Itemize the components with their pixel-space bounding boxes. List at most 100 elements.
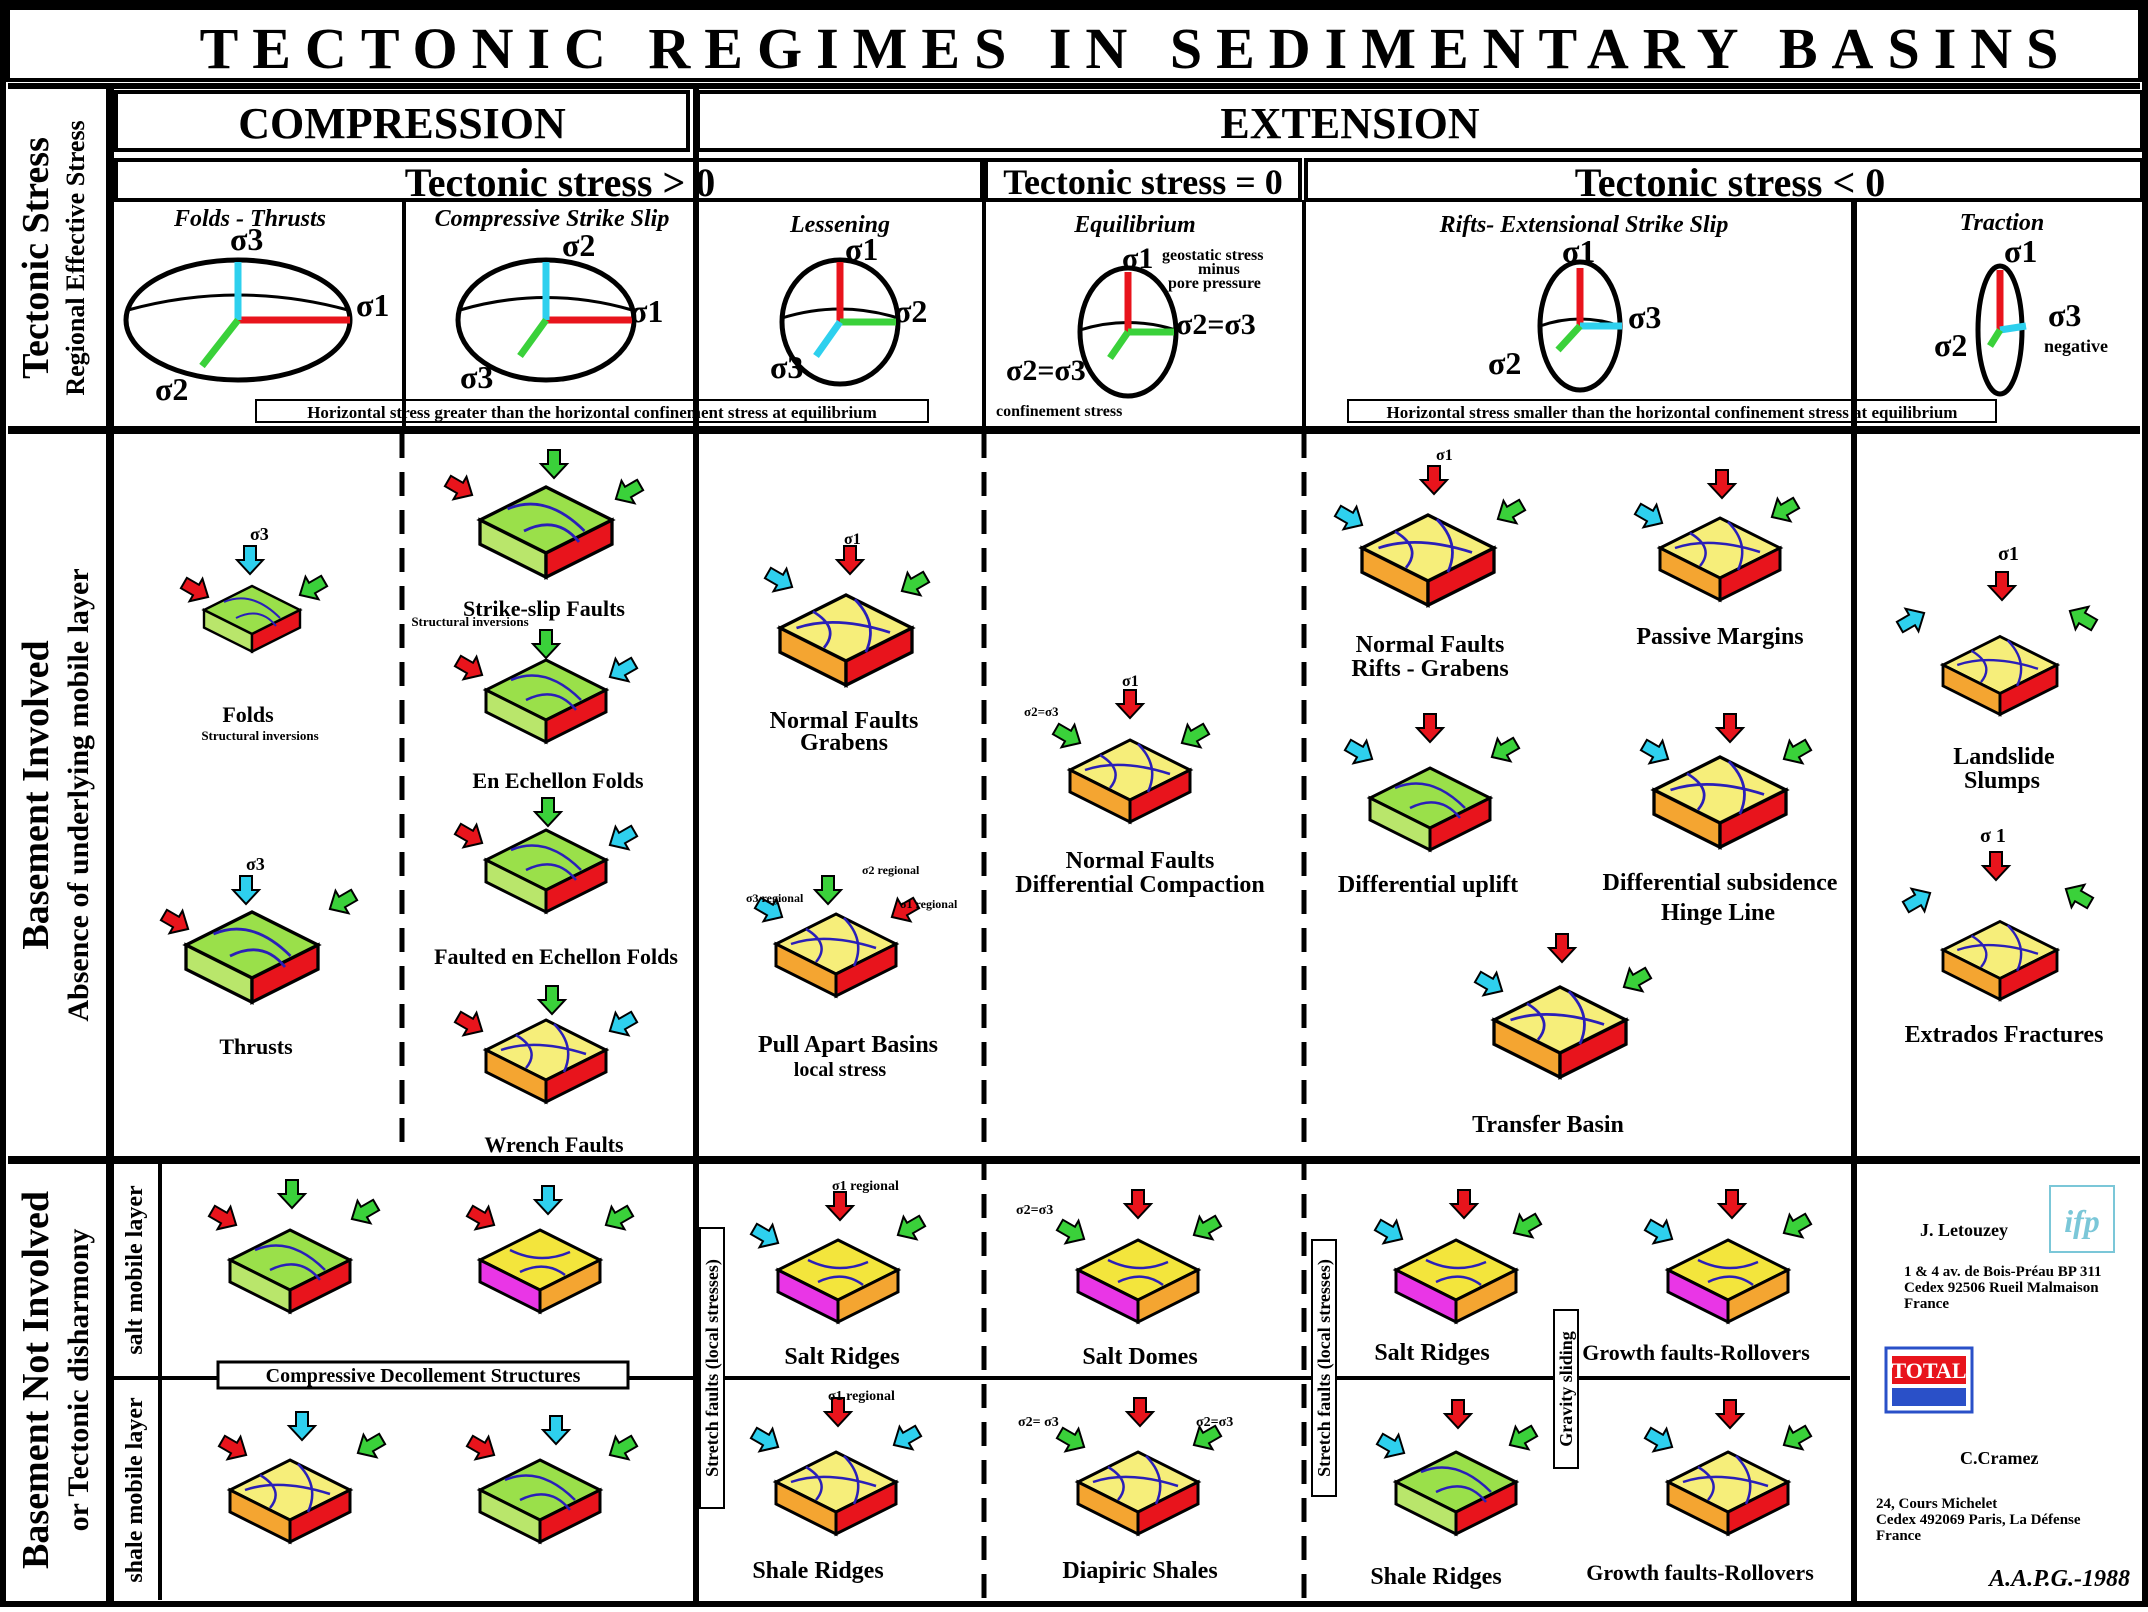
ellipsoid-label-traction: Traction: [1960, 210, 2044, 236]
sigma-label: σ3: [230, 221, 263, 257]
diff-uplift-block-icon: [1368, 766, 1492, 852]
caption-diff-subsidence-2: Hinge Line: [1661, 900, 1775, 926]
caption-en-echelon: En Echellon Folds: [472, 768, 644, 793]
transfer-basin-block-icon: [1492, 985, 1628, 1079]
label-stretch-faults-2: Stretch faults (local stresses): [1314, 1259, 1335, 1477]
caption-passive-margins: Passive Margins: [1636, 624, 1803, 650]
address1-line1: 1 & 4 av. de Bois-Préau BP 311: [1904, 1264, 2102, 1280]
en-echelon-block-icon: [484, 658, 608, 744]
page-title: TECTONIC REGIMES IN SEDIMENTARY BASINS: [200, 16, 2073, 81]
caption-diff-subsidence-1: Differential subsidence: [1603, 870, 1838, 896]
sigma-label: σ2: [1934, 327, 1967, 363]
extrados-block-icon: [1941, 920, 2059, 1001]
note-stress-smaller: Horizontal stress smaller than the horiz…: [1387, 403, 1958, 422]
sigma-label: σ1 regional: [900, 897, 958, 911]
caption-diff-compaction-2: Differential Compaction: [1015, 872, 1265, 898]
caption-folds-sub: Structural inversions: [201, 728, 318, 743]
ellipsoid-label-compressive-strike-slip: Compressive Strike Slip: [435, 206, 670, 232]
caption-strike-slip-sub: Structural inversions: [411, 614, 528, 629]
caption-growth-faults-1: Growth faults-Rollovers: [1582, 1340, 1810, 1365]
sigma-label: σ2=σ3: [1006, 354, 1086, 387]
sigma-label: σ1: [1562, 233, 1595, 269]
caption-salt-ridges: Salt Ridges: [784, 1344, 899, 1370]
caption-folds: Folds: [222, 702, 274, 727]
sigma-label: σ2 regional: [862, 863, 920, 877]
caption-diff-uplift: Differential uplift: [1338, 872, 1518, 898]
ellipsoid-label-lessening: Lessening: [789, 212, 890, 238]
sigma-label: σ3: [246, 854, 265, 874]
shale-ridges-2-block-icon: [1394, 1450, 1518, 1536]
sigma-label: σ2: [1488, 345, 1521, 381]
passive-margins-block-icon: [1658, 516, 1782, 602]
rifts-block-icon: [1360, 513, 1496, 607]
label-absence-mobile-layer: Absence of underlying mobile layer: [62, 568, 95, 1021]
address2-line2: Cedex 492069 Paris, La Défense: [1876, 1512, 2081, 1528]
label-gravity-sliding: Gravity sliding: [1556, 1331, 1576, 1447]
sigma-label: σ2=σ3: [1176, 308, 1256, 341]
diff-subsidence-block-icon: [1652, 755, 1788, 849]
traction-note-negative: negative: [2044, 336, 2108, 356]
sigma-label: σ2: [894, 293, 927, 329]
total-logo-text: TOTAL: [1892, 1358, 1967, 1383]
sigma-label: σ1: [844, 531, 861, 548]
salt-decollement-block-2-icon: [478, 1228, 602, 1314]
sigma-label: σ3: [250, 524, 269, 544]
caption-transfer-basin: Transfer Basin: [1472, 1112, 1624, 1138]
header-compression: COMPRESSION: [238, 99, 566, 148]
caption-extrados: Extrados Fractures: [1905, 1022, 2104, 1048]
label-shale-mobile-layer: shale mobile layer: [122, 1397, 148, 1583]
ifp-logo-text: ifp: [2064, 1203, 2100, 1239]
caption-normal-grabens-2: Grabens: [800, 730, 888, 756]
thrusts-block-icon: [184, 910, 320, 1004]
label-tectonic-disharmony: or Tectonic disharmony: [62, 1229, 95, 1532]
address1-line3: France: [1904, 1296, 1949, 1312]
sigma-label: σ 1: [1980, 825, 2006, 847]
basement-involved-diagrams: Folds Structural inversions Thrusts Stri…: [156, 447, 2104, 1157]
author-cramez: C.Cramez: [1960, 1448, 2038, 1468]
caption-strike-slip: Strike-slip Faults: [463, 596, 625, 621]
shale-decollement-block-2-icon: [478, 1458, 602, 1544]
sigma-label: σ3 regional: [746, 891, 804, 905]
sigma-label: σ1: [1436, 447, 1453, 464]
salt-ridges-2-block-icon: [1394, 1238, 1518, 1324]
landslide-block-icon: [1941, 635, 2059, 716]
caption-decollement: Compressive Decollement Structures: [266, 1365, 581, 1387]
caption-growth-faults-2: Growth faults-Rollovers: [1586, 1560, 1814, 1585]
caption-landslide-2: Slumps: [1964, 768, 2040, 794]
ellipsoid-label-rifts: Rifts- Extensional Strike Slip: [1439, 212, 1729, 238]
ifp-logo: [2049, 1185, 2115, 1253]
sigma-label: σ2=σ3: [1196, 1415, 1233, 1430]
sigma-label: σ2: [562, 227, 595, 263]
pull-apart-block-icon: [774, 912, 898, 998]
shale-ridges-block-icon: [774, 1450, 898, 1536]
sigma-label: σ2: [155, 371, 188, 407]
sigma-label: σ1: [1122, 242, 1153, 275]
strike-slip-block-icon: [478, 485, 614, 579]
diff-compaction-block-icon: [1068, 738, 1192, 824]
caption-thrusts: Thrusts: [219, 1034, 293, 1059]
title-frame: [6, 6, 2142, 82]
author-letouzey: J. Letouzey: [1920, 1220, 2008, 1240]
folds-block-icon: [202, 584, 302, 653]
row-labels: Tectonic Stress Regional Effective Stres…: [8, 83, 2140, 1604]
header-extension: EXTENSION: [1220, 99, 1479, 148]
header-stress-zero: Tectonic stress = 0: [1003, 162, 1283, 202]
label-basement-not-involved: Basement Not Involved: [15, 1191, 57, 1569]
caption-diapiric-shales: Diapiric Shales: [1062, 1558, 1217, 1584]
equilibrium-note-geostatic: geostatic stress: [1162, 247, 1263, 264]
ellipsoid-label-folds-thrusts: Folds - Thrusts: [173, 206, 326, 232]
label-tectonic-stress: Tectonic Stress: [15, 137, 57, 379]
address2-line3: France: [1876, 1528, 1921, 1544]
label-regional-effective-stress: Regional Effective Stress: [61, 120, 90, 395]
diapiric-shales-block-icon: [1076, 1450, 1200, 1536]
growth-faults-2-block-icon: [1666, 1450, 1790, 1536]
note-stress-greater: Horizontal stress greater than the horiz…: [307, 403, 877, 422]
sigma-label: σ2=σ3: [1016, 1203, 1053, 1218]
caption-rifts-1: Normal Faults: [1356, 632, 1505, 658]
sigma-label: σ1: [1122, 673, 1139, 690]
wrench-block-icon: [484, 1018, 608, 1104]
sigma-label: σ3: [2048, 297, 2081, 333]
address1-line2: Cedex 92506 Rueil Malmaison: [1904, 1280, 2099, 1296]
